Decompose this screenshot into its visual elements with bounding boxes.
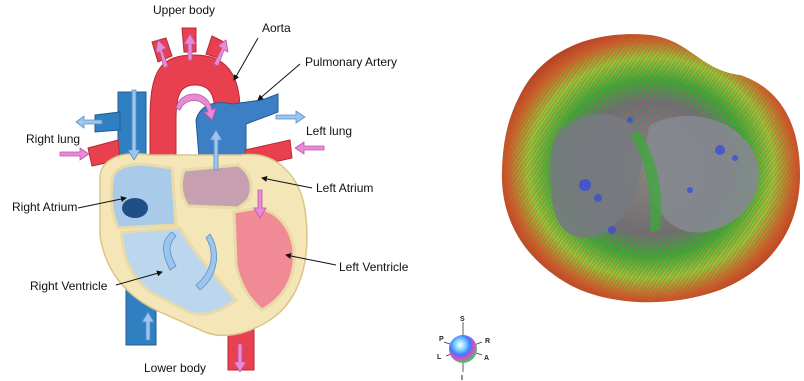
orientation-sphere-widget: S I P R L A [437, 316, 490, 381]
orient-inferior: I [461, 375, 463, 381]
label-pulmonary-artery: Pulmonary Artery [305, 55, 397, 69]
label-left-atrium: Left Atrium [316, 181, 373, 195]
label-upper-body: Upper body [153, 3, 215, 17]
right-atrium-chamber [111, 164, 176, 228]
orient-left: L [437, 354, 442, 361]
label-lower-body: Lower body [144, 361, 206, 375]
orient-posterior: P [439, 336, 444, 343]
left-atrium-chamber [181, 165, 251, 208]
label-right-lung: Right lung [26, 132, 80, 146]
label-right-atrium: Right Atrium [12, 200, 77, 214]
right-atrium-opening [122, 198, 148, 218]
tractography-render [502, 34, 800, 302]
label-aorta: Aorta [262, 21, 291, 35]
orient-anterior: A [484, 355, 489, 362]
label-right-ventricle: Right Ventricle [30, 279, 108, 293]
orient-superior: S [460, 316, 465, 323]
heart-diagram: Upper body Aorta Pulmonary Artery Right … [12, 3, 409, 375]
label-left-lung: Left lung [306, 124, 352, 138]
orient-right: R [485, 338, 490, 345]
label-left-ventricle: Left Ventricle [339, 260, 409, 274]
orientation-sphere [449, 335, 477, 363]
